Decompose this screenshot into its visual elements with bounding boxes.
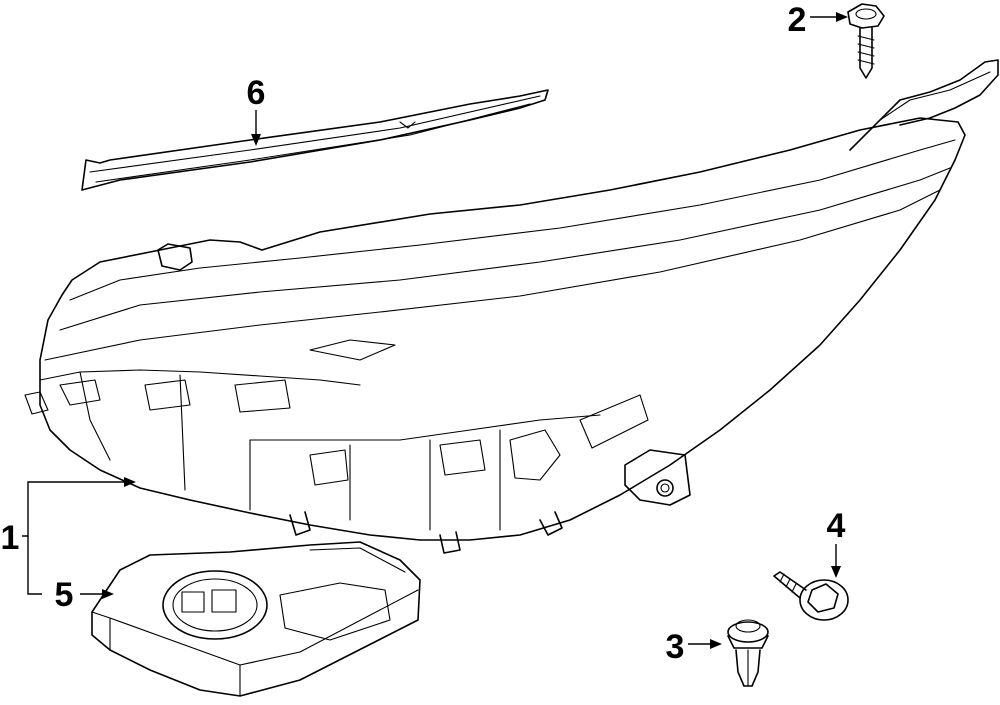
leader-line-5 <box>80 589 114 599</box>
callout-6: 6 <box>247 74 266 112</box>
callout-3: 3 <box>666 628 685 666</box>
leader-line-4 <box>831 544 841 578</box>
callout-5: 5 <box>55 576 74 614</box>
callout-4: 4 <box>827 507 846 545</box>
callout-2: 2 <box>788 1 807 39</box>
leader-line-3 <box>688 639 722 649</box>
screw-icon[interactable] <box>847 3 885 79</box>
leader-line-1 <box>22 477 136 595</box>
trim-strip-icon[interactable] <box>81 89 549 191</box>
headlamp-assembly-icon[interactable] <box>24 59 999 554</box>
flange-bolt-icon[interactable] <box>773 571 849 621</box>
push-clip-icon[interactable] <box>727 619 769 687</box>
leader-line-6 <box>251 110 261 146</box>
leader-line-2 <box>810 12 848 22</box>
control-module-icon[interactable] <box>91 541 421 697</box>
callout-1: 1 <box>1 519 20 557</box>
